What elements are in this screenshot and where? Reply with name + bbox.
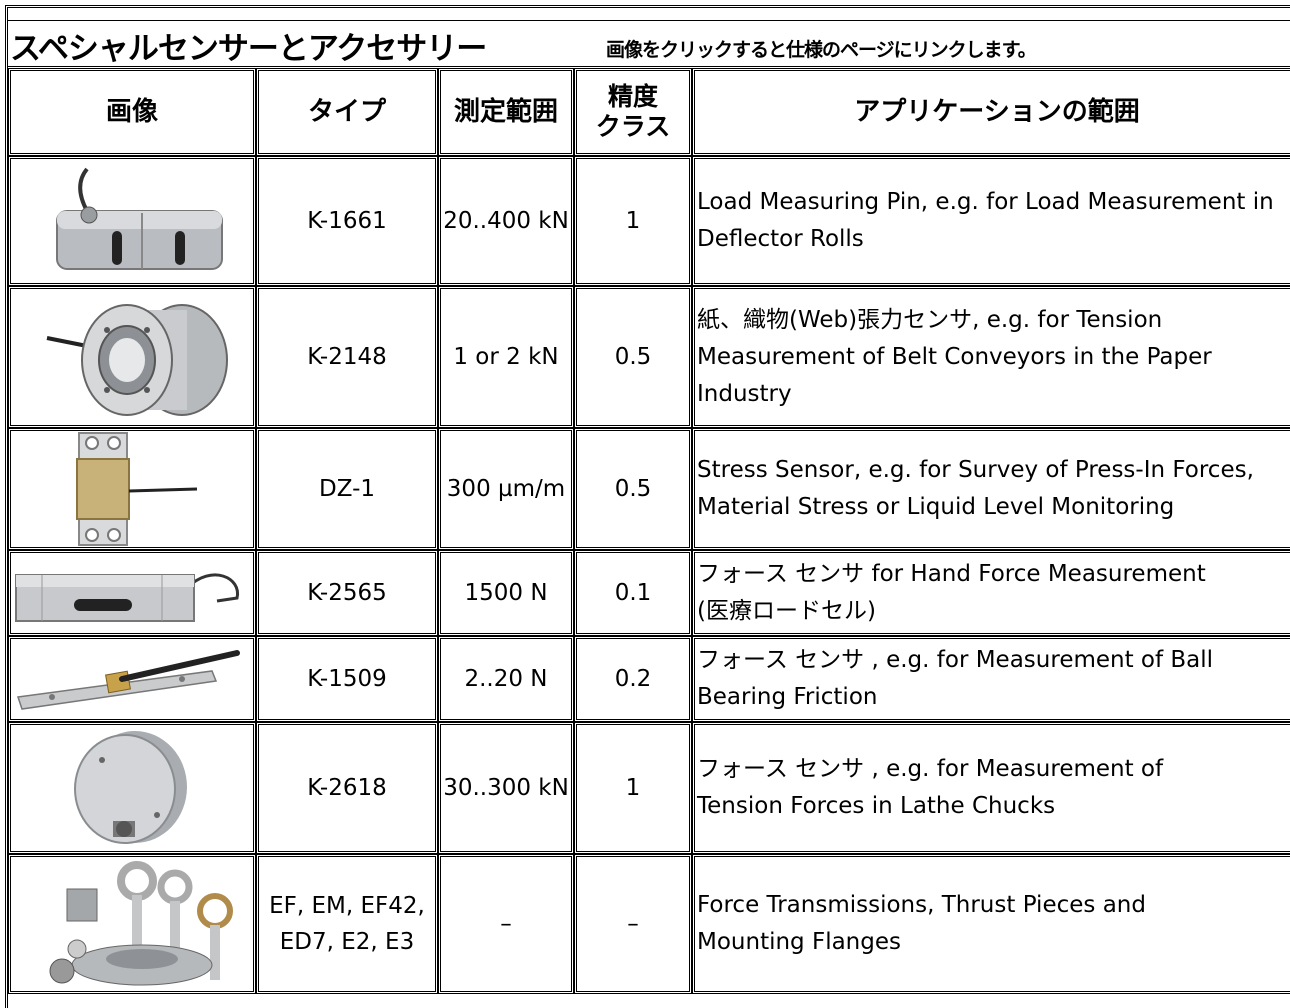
header-accuracy-line2: クラス	[595, 112, 671, 141]
row-2-range: 1 or 2 kN	[438, 286, 574, 428]
row-5-application-line-2: Bearing Friction	[697, 684, 878, 710]
row-2-image[interactable]	[8, 286, 256, 428]
row-4-application: フォース センサ for Hand Force Measurement (医療ロ…	[692, 550, 1290, 636]
row-3-type-text: DZ-1	[319, 476, 375, 502]
row-7-type: EF, EM, EF42, ED7, E2, E3	[256, 854, 438, 994]
row-3-accuracy-text: 0.5	[614, 476, 652, 502]
row-5-range-text: 2..20 N	[464, 666, 548, 692]
row-7-application-line-1: Force Transmissions, Thrust Pieces and	[697, 892, 1146, 918]
row-2-type-text: K-2148	[307, 344, 387, 370]
row-1-accuracy-text: 1	[625, 208, 641, 234]
row-4-image[interactable]	[8, 550, 256, 636]
header-accuracy-line1: 精度	[607, 82, 658, 111]
row-7-accuracy: –	[574, 854, 692, 994]
row-1-range: 20..400 kN	[438, 156, 574, 286]
stress-sensor-icon[interactable]	[17, 431, 247, 547]
header-image: 画像	[8, 68, 256, 156]
row-7-range: –	[438, 854, 574, 994]
row-1-accuracy: 1	[574, 156, 692, 286]
row-3-application-line-1: Stress Sensor, e.g. for Survey of Press-…	[697, 457, 1254, 483]
row-4-accuracy: 0.1	[574, 550, 692, 636]
row-5-accuracy: 0.2	[574, 636, 692, 722]
title-bar: スペシャルセンサーとアクセサリー 画像をクリックすると仕様のページにリンクします…	[8, 20, 1290, 67]
row-6-type: K-2618	[256, 722, 438, 854]
header-range-label: 測定範囲	[453, 97, 558, 127]
lathe-chuck-sensor-icon[interactable]	[17, 725, 247, 851]
row-2-application-line-2: Measurement of Belt Conveyors in the Pap…	[697, 343, 1212, 370]
row-7-image[interactable]	[8, 854, 256, 994]
header-application: アプリケーションの範囲	[692, 68, 1290, 156]
header-image-label: 画像	[105, 97, 158, 127]
row-4-application-line-1: フォース センサ for Hand Force Measurement	[697, 561, 1206, 587]
row-5-application: フォース センサ , e.g. for Measurement of Ball …	[692, 636, 1290, 722]
load-measuring-pin-icon[interactable]	[17, 161, 247, 281]
row-1-type-text: K-1661	[307, 208, 387, 234]
row-6-application: フォース センサ , e.g. for Measurement of Tensi…	[692, 722, 1290, 854]
row-7-range-text: –	[500, 911, 512, 937]
row-2-range-text: 1 or 2 kN	[453, 344, 559, 370]
row-6-accuracy: 1	[574, 722, 692, 854]
row-4-range-text: 1500 N	[464, 580, 548, 606]
row-3-application: Stress Sensor, e.g. for Survey of Press-…	[692, 428, 1290, 550]
header-range: 測定範囲	[438, 68, 574, 156]
row-3-image[interactable]	[8, 428, 256, 550]
row-4-range: 1500 N	[438, 550, 574, 636]
row-1-application: Load Measuring Pin, e.g. for Load Measur…	[692, 156, 1290, 286]
header-application-label: アプリケーションの範囲	[854, 97, 1140, 127]
row-3-range: 300 µm/m	[438, 428, 574, 550]
row-6-range-text: 30..300 kN	[443, 775, 569, 801]
row-2-accuracy: 0.5	[574, 286, 692, 428]
row-7-application: Force Transmissions, Thrust Pieces and M…	[692, 854, 1290, 994]
page-subtitle: 画像をクリックすると仕様のページにリンクします。	[606, 39, 1037, 61]
row-1-image[interactable]	[8, 156, 256, 286]
row-6-accuracy-text: 1	[625, 775, 641, 801]
row-2-application: 紙、織物(Web)張力センサ, e.g. for Tension Measure…	[692, 286, 1290, 428]
row-6-application-line-2: Tension Forces in Lathe Chucks	[697, 793, 1056, 819]
row-1-type: K-1661	[256, 156, 438, 286]
row-6-type-text: K-2618	[307, 775, 387, 801]
row-4-application-line-2: (医療ロードセル)	[697, 598, 876, 624]
row-1-application-line-2: Deflector Rolls	[697, 226, 864, 252]
row-2-accuracy-text: 0.5	[614, 344, 652, 370]
row-4-accuracy-text: 0.1	[614, 580, 652, 606]
row-6-range: 30..300 kN	[438, 722, 574, 854]
ball-bearing-sensor-icon[interactable]	[12, 639, 252, 719]
header-type: タイプ	[256, 68, 438, 156]
row-3-accuracy: 0.5	[574, 428, 692, 550]
page-frame	[5, 5, 1290, 1008]
row-2-application-line-3: Industry	[697, 380, 792, 407]
header-type-label: タイプ	[307, 97, 386, 127]
row-5-accuracy-text: 0.2	[614, 666, 652, 692]
row-2-type: K-2148	[256, 286, 438, 428]
row-7-type-line-2: ED7, E2, E3	[279, 929, 415, 955]
row-5-application-line-1: フォース センサ , e.g. for Measurement of Ball	[697, 647, 1214, 673]
page-title: スペシャルセンサーとアクセサリー	[10, 31, 487, 67]
row-1-application-line-1: Load Measuring Pin, e.g. for Load Measur…	[697, 189, 1274, 215]
row-7-type-line-1: EF, EM, EF42,	[269, 893, 425, 919]
row-4-type-text: K-2565	[307, 580, 387, 606]
row-5-type-text: K-1509	[307, 666, 387, 692]
row-7-accuracy-text: –	[627, 911, 639, 937]
row-5-image[interactable]	[8, 636, 256, 722]
header-accuracy: 精度 クラス	[574, 68, 692, 156]
tension-sensor-icon[interactable]	[17, 290, 247, 425]
row-3-type: DZ-1	[256, 428, 438, 550]
accessories-icon[interactable]	[17, 859, 247, 989]
row-5-range: 2..20 N	[438, 636, 574, 722]
row-1-range-text: 20..400 kN	[443, 208, 569, 234]
row-7-application-line-2: Mounting Flanges	[697, 929, 901, 955]
row-6-application-line-1: フォース センサ , e.g. for Measurement of	[697, 756, 1164, 782]
row-3-application-line-2: Material Stress or Liquid Level Monitori…	[697, 494, 1175, 520]
hand-force-sensor-icon[interactable]	[12, 553, 252, 633]
row-4-type: K-2565	[256, 550, 438, 636]
row-5-type: K-1509	[256, 636, 438, 722]
row-6-image[interactable]	[8, 722, 256, 854]
row-3-range-text: 300 µm/m	[446, 476, 566, 502]
row-2-application-line-1: 紙、織物(Web)張力センサ, e.g. for Tension	[697, 306, 1163, 333]
